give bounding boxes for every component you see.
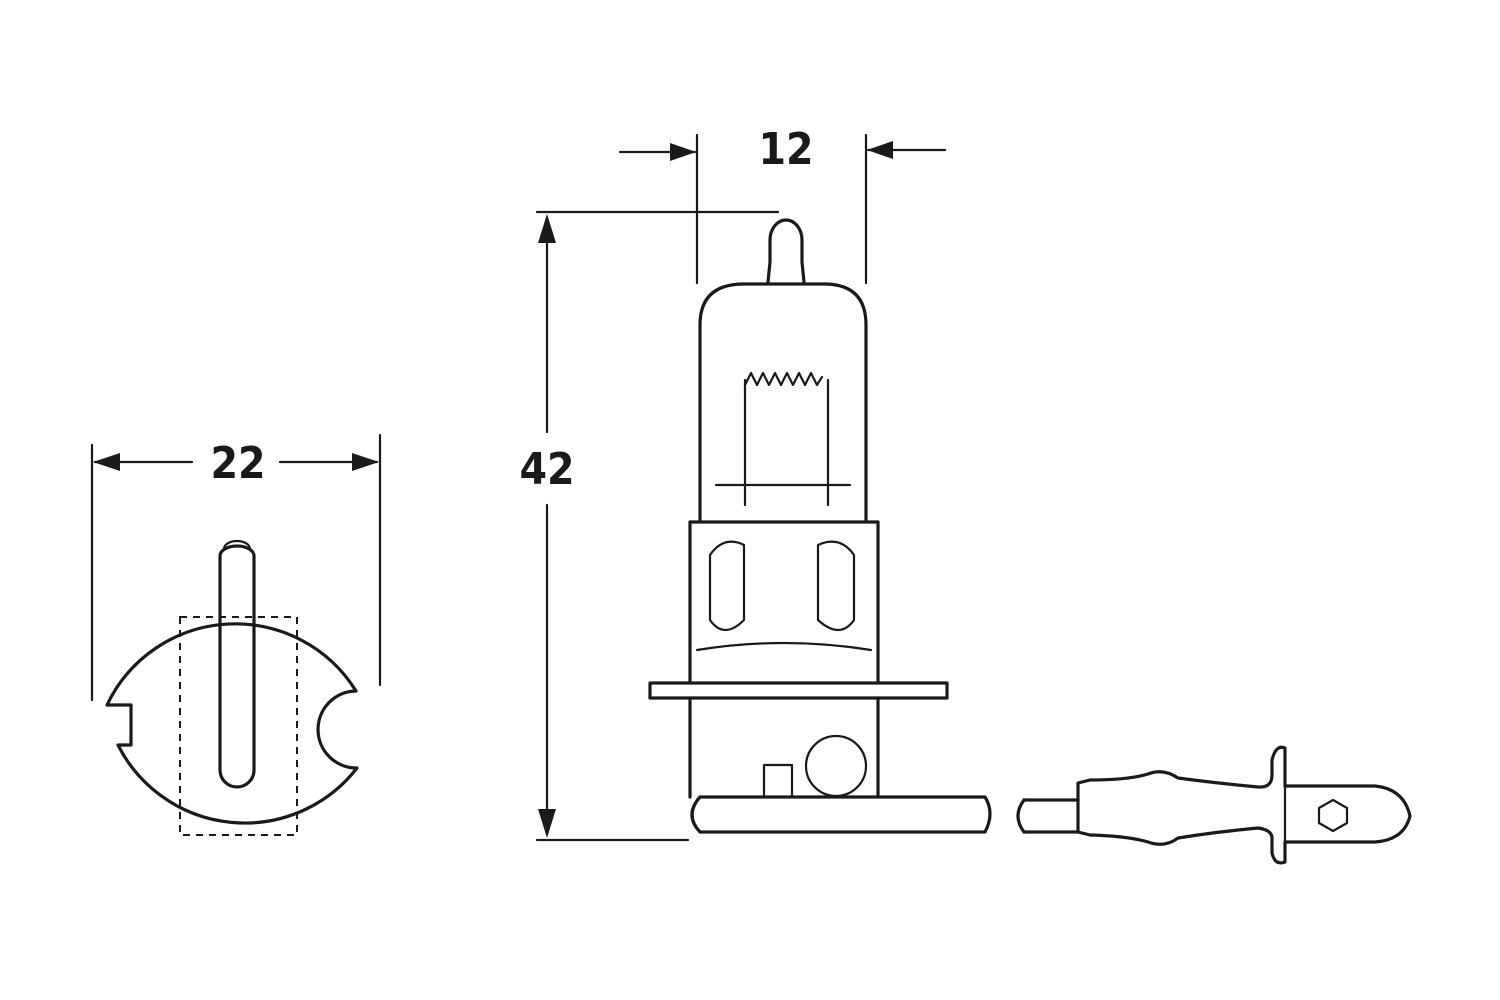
base-center-pin (218, 544, 256, 789)
crimp-terminal (1076, 745, 1412, 865)
lower-base-sides (688, 696, 880, 799)
filament (714, 371, 852, 507)
collar-sides (688, 520, 880, 685)
contact-block (762, 763, 794, 799)
collar-lower-curve (695, 641, 873, 652)
base-diameter-label: 22 (210, 438, 265, 489)
width-arrow-right (867, 141, 893, 159)
contact-circle (804, 734, 868, 798)
base-dim-arrow-left (93, 453, 120, 471)
overall-height-label: 42 (519, 444, 574, 495)
terminal-hole (1317, 798, 1349, 833)
base-pin-tip (222, 539, 252, 551)
collar-window-right (816, 540, 856, 632)
mounting-flange (648, 681, 949, 700)
bulb-side-view: 12 42 (519, 124, 1412, 865)
height-arrow-bottom (538, 809, 556, 838)
glass-envelope (698, 282, 868, 522)
lead-wire-continuation (1016, 798, 1080, 834)
lead-wire (690, 795, 992, 834)
base-dim-arrow-right (352, 453, 379, 471)
base-hidden-outline (179, 616, 298, 836)
base-end-view: 22 (90, 433, 382, 836)
glass-tip (766, 218, 806, 284)
bulb-width-label: 12 (758, 124, 813, 175)
width-arrow-left (670, 143, 696, 161)
height-arrow-top (538, 214, 556, 243)
base-disc-outline (105, 622, 359, 825)
collar-window-left (708, 540, 746, 632)
